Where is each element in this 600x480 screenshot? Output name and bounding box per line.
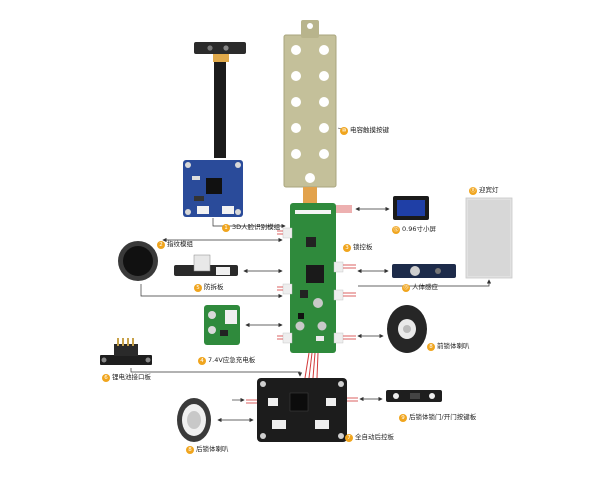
label-text: 电容触摸按键 xyxy=(350,126,389,134)
fingerprint-module xyxy=(118,241,158,281)
badge: ⑫ xyxy=(392,225,400,234)
touch-keypad xyxy=(283,20,346,205)
badge: 7 xyxy=(345,433,353,442)
lock-board xyxy=(277,203,356,379)
badge: ⑪ xyxy=(469,186,477,195)
rear-button-board xyxy=(386,390,442,402)
label-text: 迎宾灯 xyxy=(479,186,499,194)
badge: 8 xyxy=(427,342,435,351)
label-text: 3D人脸识别模组 xyxy=(232,223,281,231)
rear-speaker xyxy=(177,398,211,442)
oled-screen xyxy=(393,196,429,220)
badge: 4 xyxy=(198,356,206,365)
front-speaker xyxy=(387,305,427,353)
label-text: 0.96寸小屏 xyxy=(402,225,436,233)
welcome-light xyxy=(465,197,513,279)
badge: ⑩ xyxy=(340,126,348,135)
charge-board xyxy=(204,305,240,345)
label-text: 防拆板 xyxy=(204,283,224,291)
label-text: 全自动后控板 xyxy=(355,433,394,441)
label-text: 指纹模组 xyxy=(167,240,193,248)
badge: 6 xyxy=(102,373,110,382)
label-text: 前锁体喇叭 xyxy=(437,342,470,350)
tamper-board xyxy=(174,254,238,276)
label-text: 7.4V应急充电板 xyxy=(208,356,256,364)
label-text: 锂电池接口板 xyxy=(112,373,151,381)
label-text: 人体感应 xyxy=(412,283,438,291)
badge: 8 xyxy=(186,445,194,454)
label-text: 锁控板 xyxy=(353,243,373,251)
face-module xyxy=(183,42,246,217)
badge: 1 xyxy=(222,223,230,232)
rear-control-board xyxy=(246,378,358,442)
badge: ⑬ xyxy=(402,283,410,292)
connection-arrows xyxy=(130,206,492,423)
badge: 3 xyxy=(343,243,351,252)
badge: 5 xyxy=(194,283,202,292)
pir-sensor xyxy=(392,264,456,278)
label-text: 后锁体锁门/开门按键板 xyxy=(409,413,477,421)
battery-board xyxy=(100,338,152,365)
badge: 2 xyxy=(157,240,165,249)
badge: 9 xyxy=(399,413,407,422)
label-text: 后锁体喇叭 xyxy=(196,445,229,453)
